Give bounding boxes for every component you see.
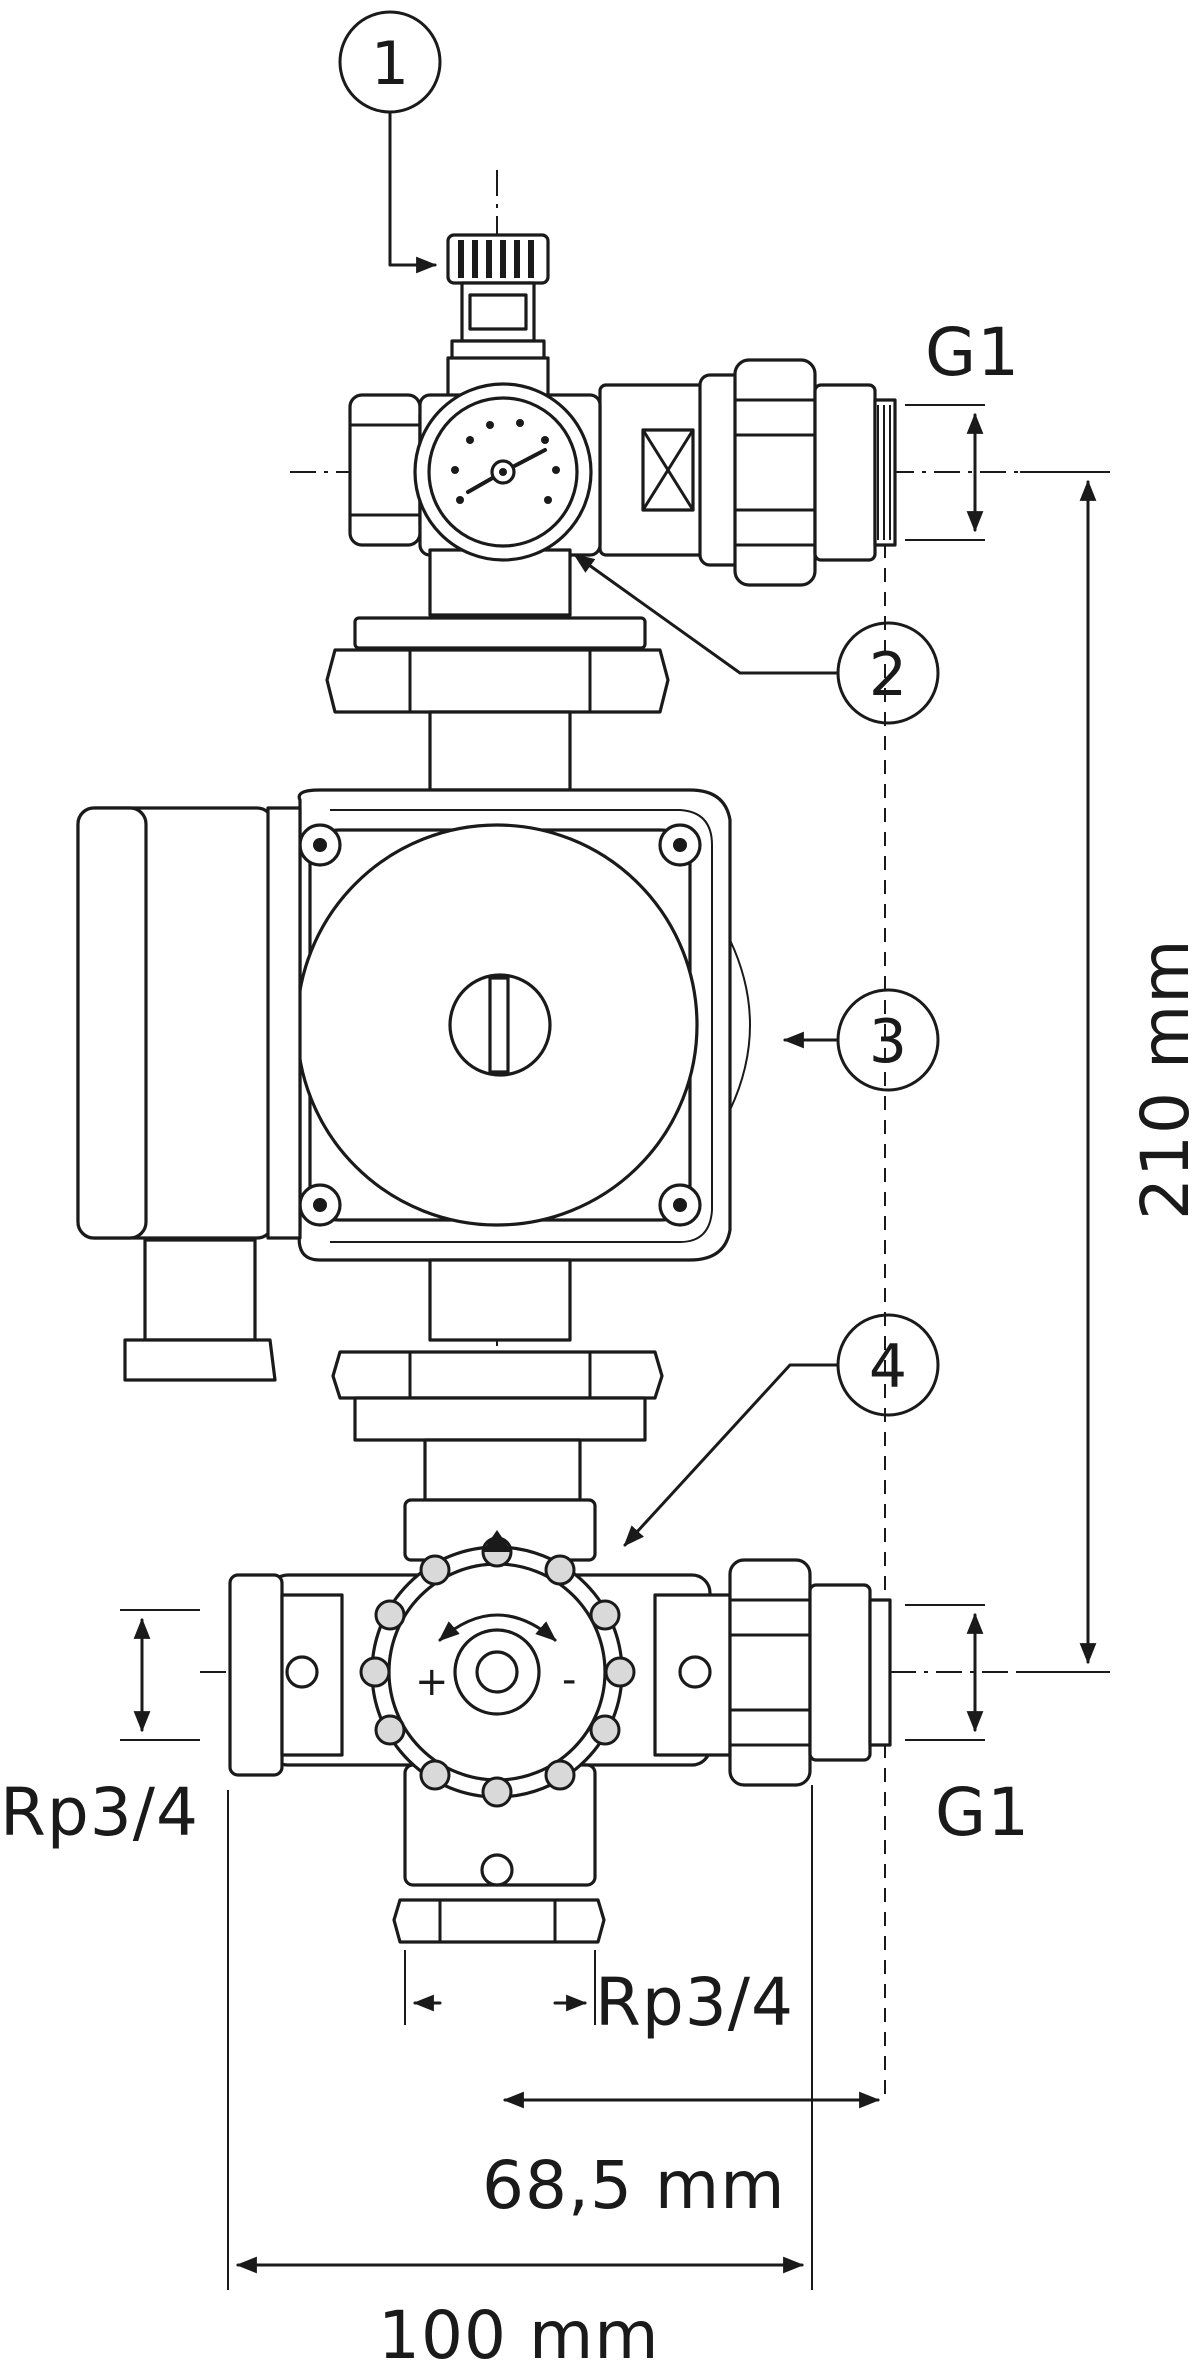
g1-top-label: G1	[925, 314, 1020, 391]
bottom-union-nut	[331, 1350, 664, 1562]
top-neck	[428, 710, 572, 792]
width-dimension-label: 100 mm	[378, 2297, 660, 2367]
height-dimension-label: 210 mm	[1127, 938, 1194, 1220]
air-vent-valve	[446, 233, 550, 361]
callout-1-number: 1	[371, 29, 409, 99]
rp-left-label: Rp3/4	[0, 1774, 199, 1851]
callout-3: 3	[782, 988, 940, 1092]
callout-2: 2	[573, 553, 940, 725]
thermometer-gauge	[413, 382, 593, 562]
mixing-valve-knob: + -	[359, 1530, 636, 1808]
circulator-pump	[76, 788, 751, 1382]
rp-bottom-label: Rp3/4	[595, 1964, 794, 2041]
g1-bottom-label: G1	[935, 1774, 1030, 1851]
offset-dimension-label: 68,5 mm	[482, 2147, 786, 2224]
knob-plus-sign: +	[415, 1659, 449, 1705]
top-union-nut	[325, 616, 670, 714]
callout-3-number: 3	[869, 1007, 907, 1077]
callout-4-number: 4	[869, 1332, 907, 1402]
callout-1: 1	[338, 10, 442, 274]
callout-4: 4	[623, 1313, 940, 1547]
callout-2-number: 2	[869, 640, 907, 710]
knob-minus-sign: -	[562, 1657, 576, 1703]
bottom-neck	[428, 1258, 572, 1342]
